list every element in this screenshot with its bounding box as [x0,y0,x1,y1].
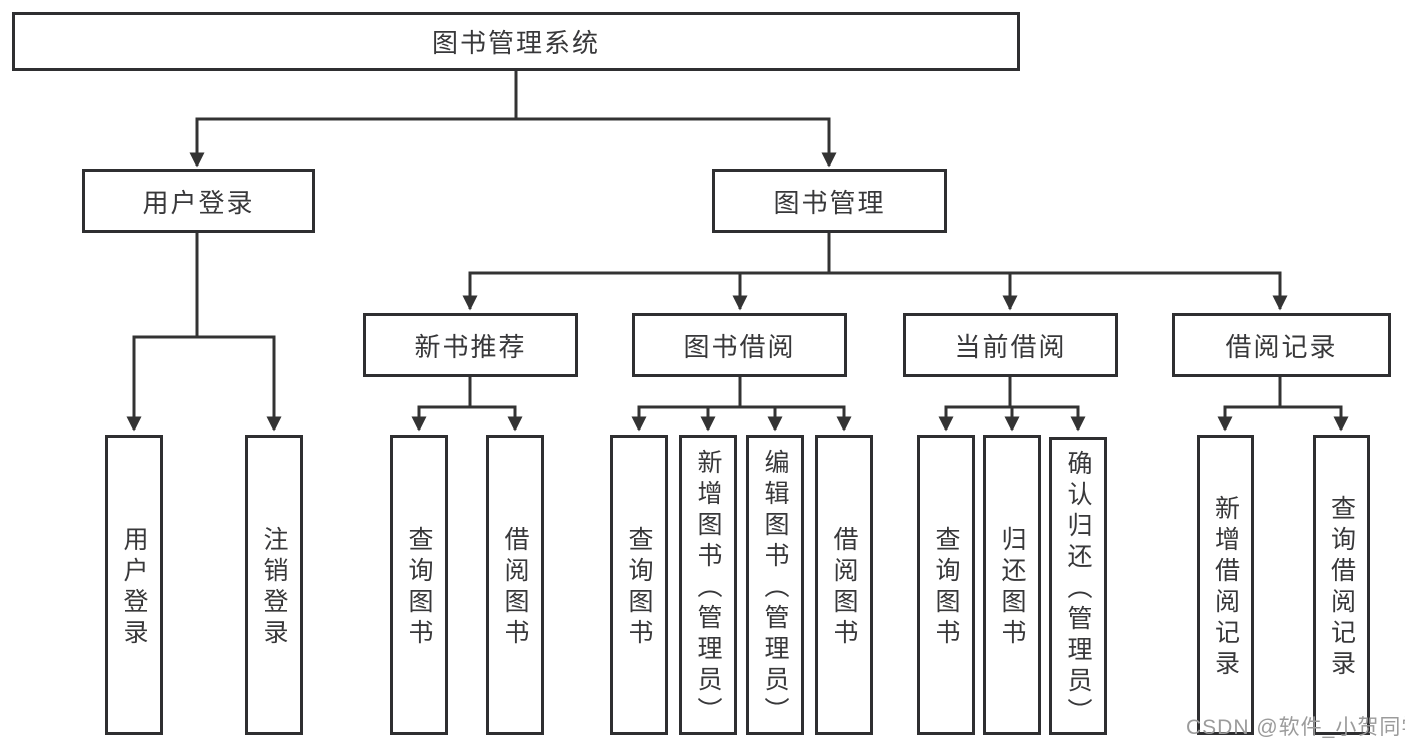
leaf-query-books-3-label: 查询图书 [932,526,960,650]
node-current-borrowing-label: 当前借阅 [954,331,1067,362]
leaf-borrow-books-2-label: 借阅图书 [830,526,858,650]
leaf-user-login-label: 用户登录 [120,526,148,650]
leaf-confirm-return-admin: 确认归还（管理员） [1049,437,1107,735]
leaf-return-books: 归还图书 [983,435,1041,735]
node-new-book-recommendation-label: 新书推荐 [414,331,527,362]
leaf-query-borrow-record: 查询借阅记录 [1313,435,1370,735]
leaf-add-book-admin: 新增图书（管理员） [679,435,737,735]
node-book-borrowing: 图书借阅 [632,313,847,377]
leaf-borrow-books-1: 借阅图书 [486,435,544,735]
node-borrowing-records-label: 借阅记录 [1225,331,1338,362]
node-library-system: 图书管理系统 [12,12,1020,71]
watermark: CSDN @软件_小贺同学 [1186,716,1405,739]
leaf-confirm-return-admin-label: 确认归还（管理员） [1064,449,1092,729]
leaf-borrow-books-2: 借阅图书 [815,435,873,735]
node-user-login-label: 用户登录 [142,187,255,218]
leaf-query-books-2: 查询图书 [610,435,668,735]
node-book-management-label: 图书管理 [773,187,886,218]
node-new-book-recommendation: 新书推荐 [363,313,578,377]
leaf-add-borrow-record: 新增借阅记录 [1197,435,1254,735]
leaf-query-borrow-record-label: 查询借阅记录 [1327,495,1356,681]
node-library-system-label: 图书管理系统 [431,28,600,58]
node-user-login: 用户登录 [82,169,315,233]
trunk-lines [132,70,1343,409]
leaf-add-borrow-record-label: 新增借阅记录 [1211,495,1240,681]
leaf-query-books-1: 查询图书 [390,435,448,735]
node-book-borrowing-label: 图书借阅 [683,331,796,362]
leaf-add-book-admin-label: 新增图书（管理员） [694,448,722,728]
leaf-query-books-1-label: 查询图书 [405,526,433,650]
leaf-logout-label: 注销登录 [260,526,288,650]
leaf-query-books-2-label: 查询图书 [625,526,653,650]
leaf-logout: 注销登录 [245,435,303,735]
node-borrowing-records: 借阅记录 [1172,313,1391,377]
leaf-user-login: 用户登录 [105,435,163,735]
node-current-borrowing: 当前借阅 [903,313,1118,377]
leaf-edit-book-admin: 编辑图书（管理员） [746,435,804,735]
leaf-return-books-label: 归还图书 [998,526,1026,650]
node-book-management: 图书管理 [712,169,947,233]
leaf-borrow-books-1-label: 借阅图书 [501,526,529,650]
leaf-edit-book-admin-label: 编辑图书（管理员） [761,448,789,728]
leaf-query-books-3: 查询图书 [917,435,975,735]
